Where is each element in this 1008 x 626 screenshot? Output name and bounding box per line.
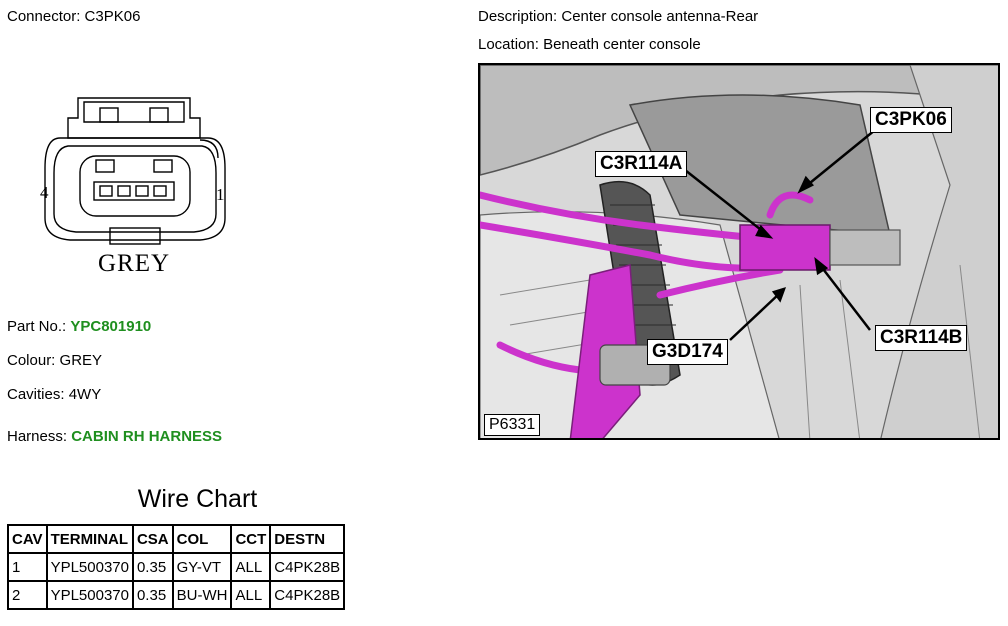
part-no-value[interactable]: YPC801910 [70,318,152,335]
callout-g3d174: G3D174 [647,339,728,365]
cell-terminal: YPL500370 [45,552,134,582]
header-cct: CCT [230,524,272,554]
connector-value: C3PK06 [84,8,141,25]
wire-chart-table: CAV TERMINAL CSA COL CCT DESTN 1 YPL5003… [7,524,346,610]
cell-col: BU-WH [171,580,233,610]
colour-label: Colour: [7,352,56,369]
callout-c3pk06: C3PK06 [870,107,952,133]
cavities-value: 4WY [68,386,102,403]
cavities-line: Cavities: 4WY [7,386,101,403]
pin-number-right: 1 [216,185,225,204]
header-cav: CAV [7,524,48,554]
cell-csa: 0.35 [131,580,174,610]
header-destn: DESTN [269,524,346,554]
photo-id-label: P6331 [484,414,541,436]
colour-line: Colour: GREY [7,352,102,369]
cell-csa: 0.35 [131,552,174,582]
connector-label: Connector: [7,8,81,25]
location-value: Beneath center console [543,36,701,53]
cell-cct: ALL [230,552,272,582]
description-label: Description: [478,8,558,25]
connector-colour-caption: GREY [98,250,171,277]
location-photo: C3PK06 C3R114A C3R114B G3D174 P6331 [478,63,1000,440]
connector-line: Connector: C3PK06 [7,8,140,25]
cell-destn: C4PK28B [269,580,346,610]
header-terminal: TERMINAL [45,524,134,554]
cell-cav: 1 [7,552,48,582]
part-no-line: Part No.: YPC801910 [7,318,151,335]
part-no-label: Part No.: [7,318,67,335]
cell-terminal: YPL500370 [45,580,134,610]
connector-face-drawing: 4 1 [40,97,226,245]
harness-label: Harness: [7,428,68,445]
table-row: 1 YPL500370 0.35 GY-VT ALL C4PK28B [7,552,346,582]
harness-value[interactable]: CABIN RH HARNESS [71,428,223,445]
wire-chart-header-row: CAV TERMINAL CSA COL CCT DESTN [7,524,346,554]
pin-number-left: 4 [40,183,49,202]
cavities-label: Cavities: [7,386,65,403]
location-line: Location: Beneath center console [478,36,701,53]
cell-cct: ALL [230,580,272,610]
harness-line: Harness: CABIN RH HARNESS [7,428,222,445]
header-csa: CSA [131,524,174,554]
cell-cav: 2 [7,580,48,610]
header-col: COL [171,524,233,554]
colour-value: GREY [59,352,103,369]
wire-chart-title: Wire Chart [137,485,258,513]
cell-destn: C4PK28B [269,552,346,582]
cell-col: GY-VT [171,552,233,582]
callout-c3r114a: C3R114A [595,151,688,177]
description-value: Center console antenna-Rear [561,8,759,25]
location-label: Location: [478,36,539,53]
description-line: Description: Center console antenna-Rear [478,8,758,25]
table-row: 2 YPL500370 0.35 BU-WH ALL C4PK28B [7,580,346,610]
callout-c3r114b: C3R114B [875,325,968,351]
